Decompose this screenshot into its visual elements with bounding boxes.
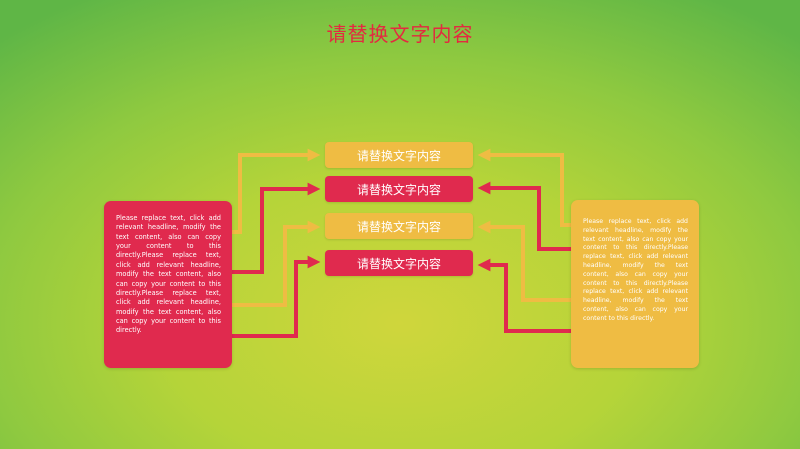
center-box-3: 请替换文字内容 — [325, 213, 473, 239]
right-arrow-2 — [477, 181, 571, 251]
page-title: 请替换文字内容 — [326, 22, 474, 46]
center-box-2: 请替换文字内容 — [325, 176, 473, 202]
center-box-1: 请替换文字内容 — [325, 142, 473, 168]
left-arrow-1 — [232, 148, 321, 234]
right-arrow-4 — [477, 258, 571, 333]
left-panel-text: Please replace text, click add relevant … — [116, 214, 221, 335]
right-text-panel: Please replace text, click add relevant … — [571, 200, 699, 368]
left-text-panel: Please replace text, click add relevant … — [104, 201, 232, 368]
center-box-4: 请替换文字内容 — [325, 250, 473, 276]
right-arrow-1 — [477, 148, 571, 227]
left-arrow-4 — [232, 255, 321, 338]
right-panel-text: Please replace text, click add relevant … — [583, 218, 688, 322]
left-arrow-2 — [232, 182, 321, 274]
right-arrow-3 — [477, 220, 571, 302]
left-arrow-3 — [232, 220, 321, 307]
